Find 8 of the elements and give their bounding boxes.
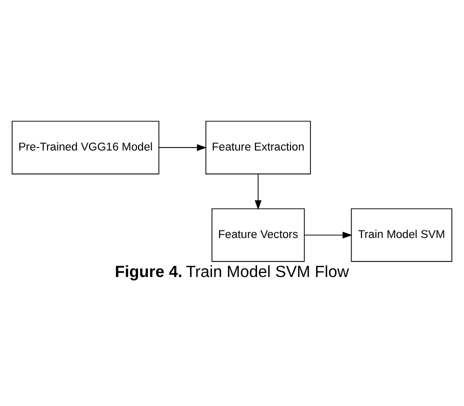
node-box: Feature Vectors — [212, 208, 305, 262]
node-box: Pre-Trained VGG16 Model — [12, 120, 160, 174]
arrow — [158, 144, 207, 150]
node-box: Feature Extraction — [205, 120, 311, 174]
arrow — [304, 231, 352, 238]
node-box: Train Model SVM — [350, 208, 452, 262]
caption: Figure 4. Train Model SVM Flow — [114, 262, 349, 280]
arrow — [254, 173, 262, 210]
